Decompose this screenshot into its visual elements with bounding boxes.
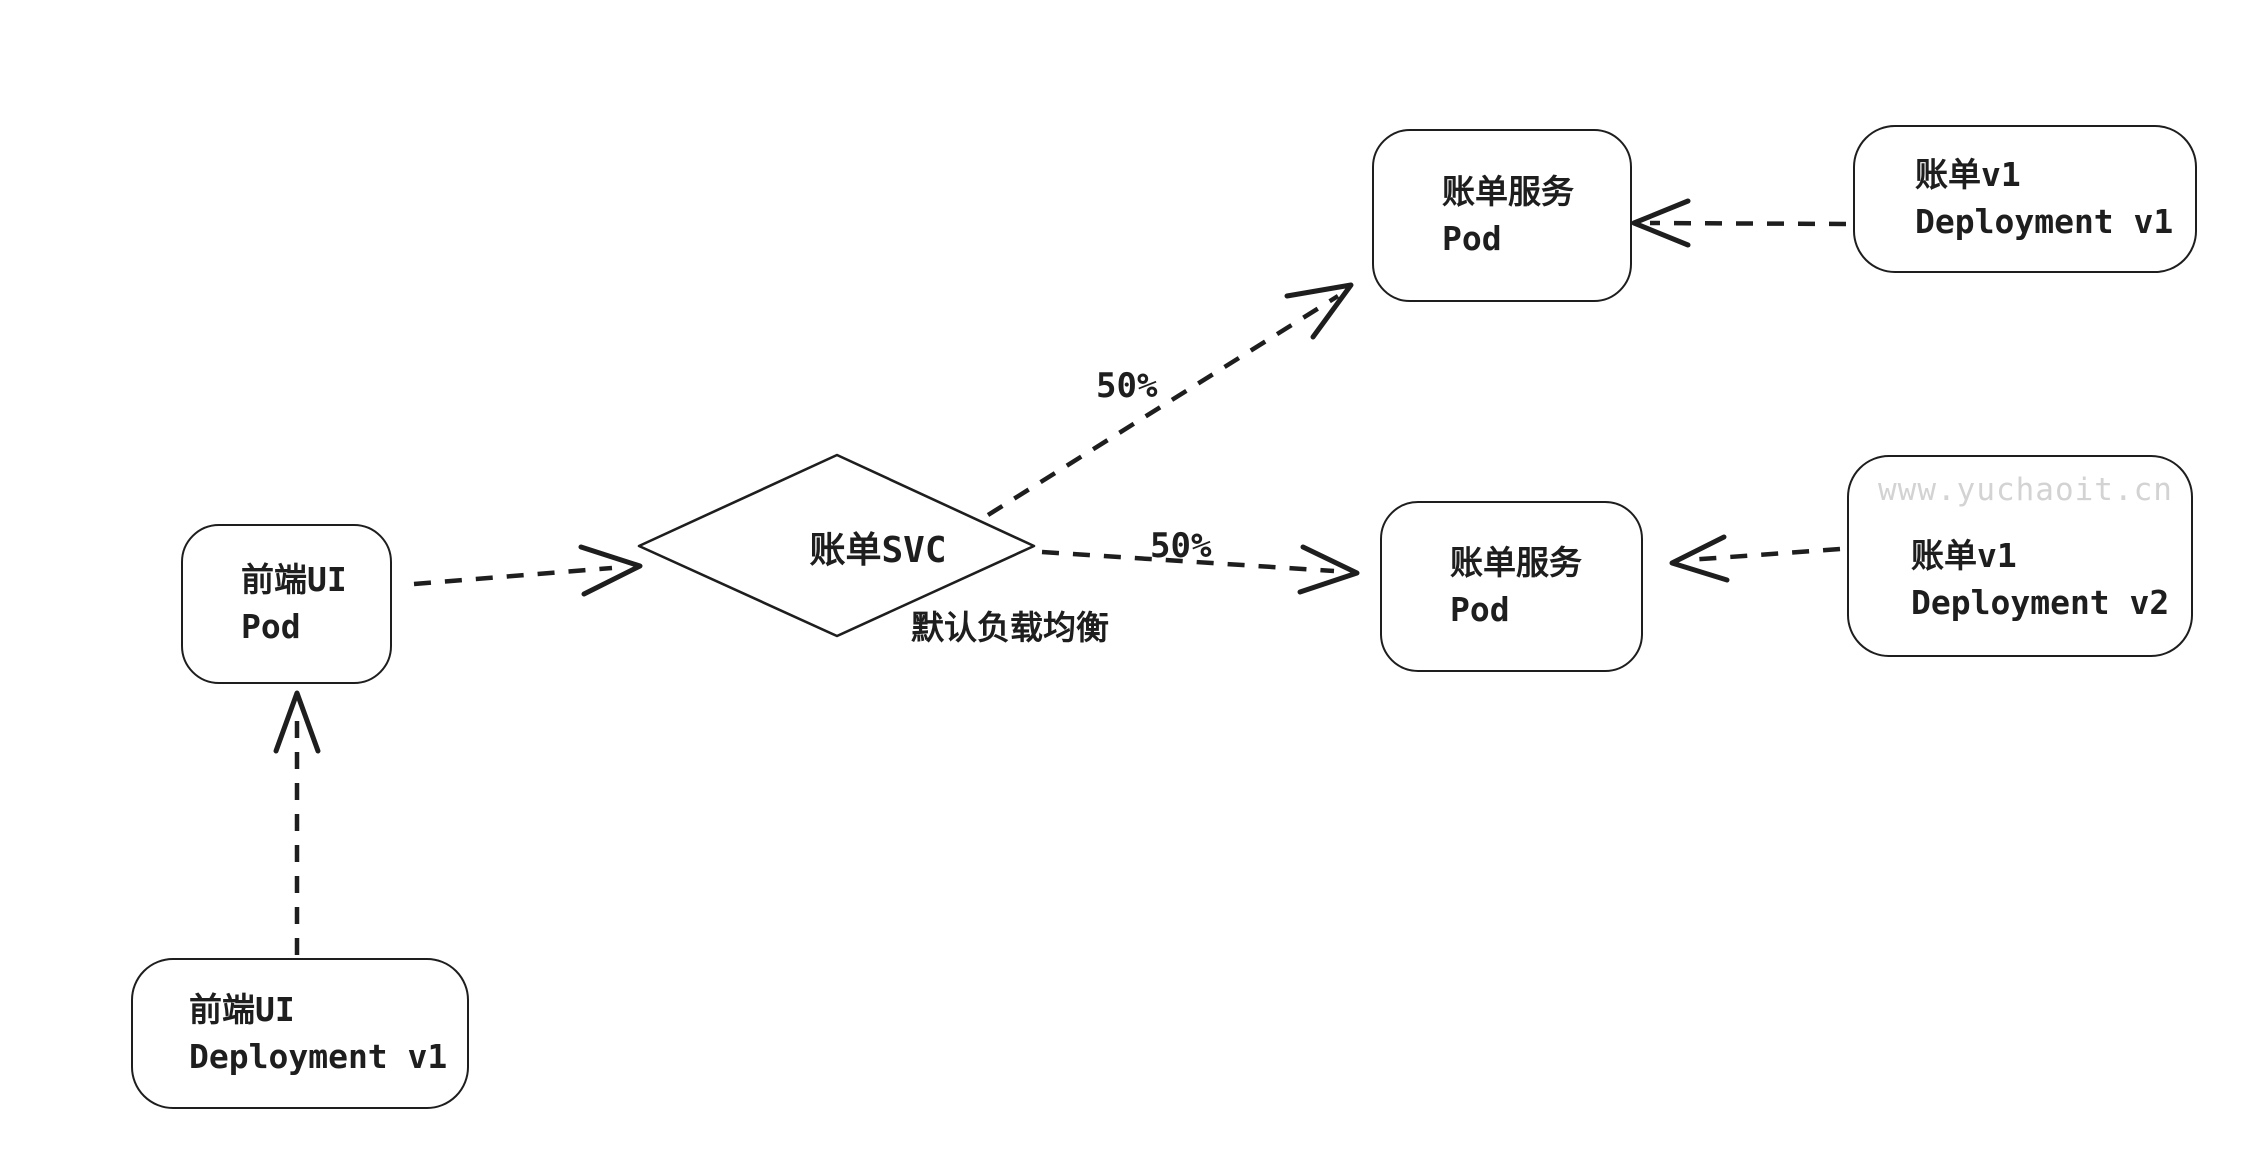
node-billing-pod-top: 账单服务 Pod	[1372, 129, 1632, 302]
node-label-line: 前端UI	[189, 989, 295, 1029]
node-frontend-deployment-v1-label: 前端UI Deployment v1	[189, 987, 447, 1081]
arrowhead-billing-pod-top-right	[1631, 198, 1691, 248]
node-label-line: 账单v1	[1915, 155, 2021, 195]
edge-billing-deployment-v1-to-billing-pod-top	[1649, 220, 1847, 227]
arrowhead-frontend-pod	[273, 690, 321, 754]
node-label-line: 账单v1	[1911, 536, 2017, 576]
node-label-line: Pod	[241, 607, 301, 646]
edge-billing-svc-to-billing-pod-top	[986, 294, 1340, 517]
node-billing-pod-bottom: 账单服务 Pod	[1380, 501, 1643, 672]
edge-weight-label-top: 50%	[1096, 366, 1158, 406]
node-billing-pod-top-label: 账单服务 Pod	[1442, 169, 1574, 263]
node-label-line: Pod	[1442, 218, 1502, 258]
node-label-line: Deployment v1	[1915, 202, 2174, 241]
node-label-line: Pod	[1450, 589, 1510, 629]
node-label-line: 账单服务	[1450, 542, 1582, 582]
node-label-line: Deployment v1	[189, 1036, 448, 1076]
node-frontend-pod-label: 前端UI Pod	[241, 557, 347, 651]
arrowhead-billing-pod-bottom-right	[1669, 534, 1730, 583]
billing-svc-note: 默认负载均衡	[911, 608, 1109, 647]
node-frontend-pod: 前端UI Pod	[181, 524, 392, 684]
arrowhead-billing-pod-bottom	[1297, 544, 1360, 595]
watermark: www.yuchaoit.cn	[1878, 472, 2173, 508]
edge-weight-label-bottom: 50%	[1150, 526, 1212, 566]
edge-frontend-pod-to-billing-svc	[413, 565, 613, 587]
node-label-line: 账单服务	[1442, 171, 1574, 211]
node-label-line: 前端UI	[241, 560, 347, 600]
node-billing-pod-bottom-label: 账单服务 Pod	[1450, 540, 1582, 634]
billing-svc-diamond	[637, 453, 1036, 638]
edge-billing-deployment-v2-to-billing-pod-bottom	[1687, 546, 1841, 563]
node-frontend-deployment-v1: 前端UI Deployment v1	[131, 958, 469, 1109]
billing-svc-label: 账单SVC	[809, 530, 947, 571]
arrowhead-billing-svc	[578, 544, 643, 597]
arrowhead-billing-pod-top	[1284, 282, 1354, 340]
node-label-line: Deployment v2	[1911, 583, 2170, 622]
